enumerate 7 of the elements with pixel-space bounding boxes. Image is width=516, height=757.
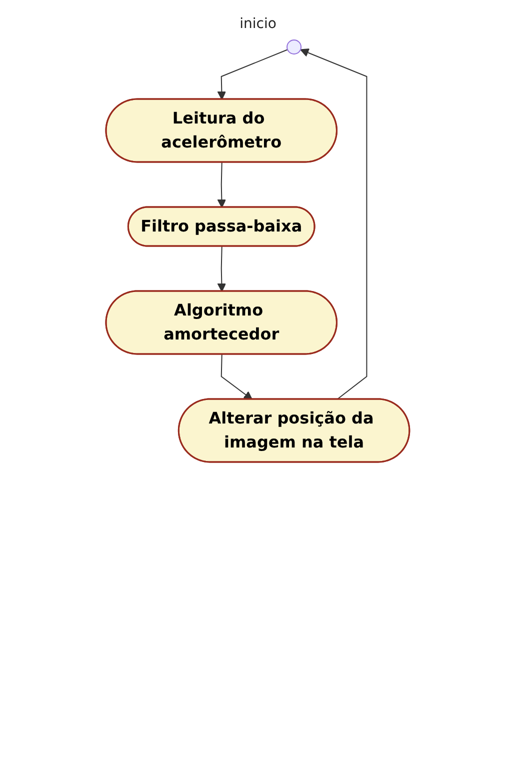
arrow <box>218 246 226 292</box>
arrow <box>221 354 253 400</box>
start-label: inicio <box>240 16 276 32</box>
arrow <box>218 49 288 100</box>
arrow <box>218 162 226 208</box>
arrow <box>300 48 368 400</box>
node-circle <box>286 40 302 54</box>
